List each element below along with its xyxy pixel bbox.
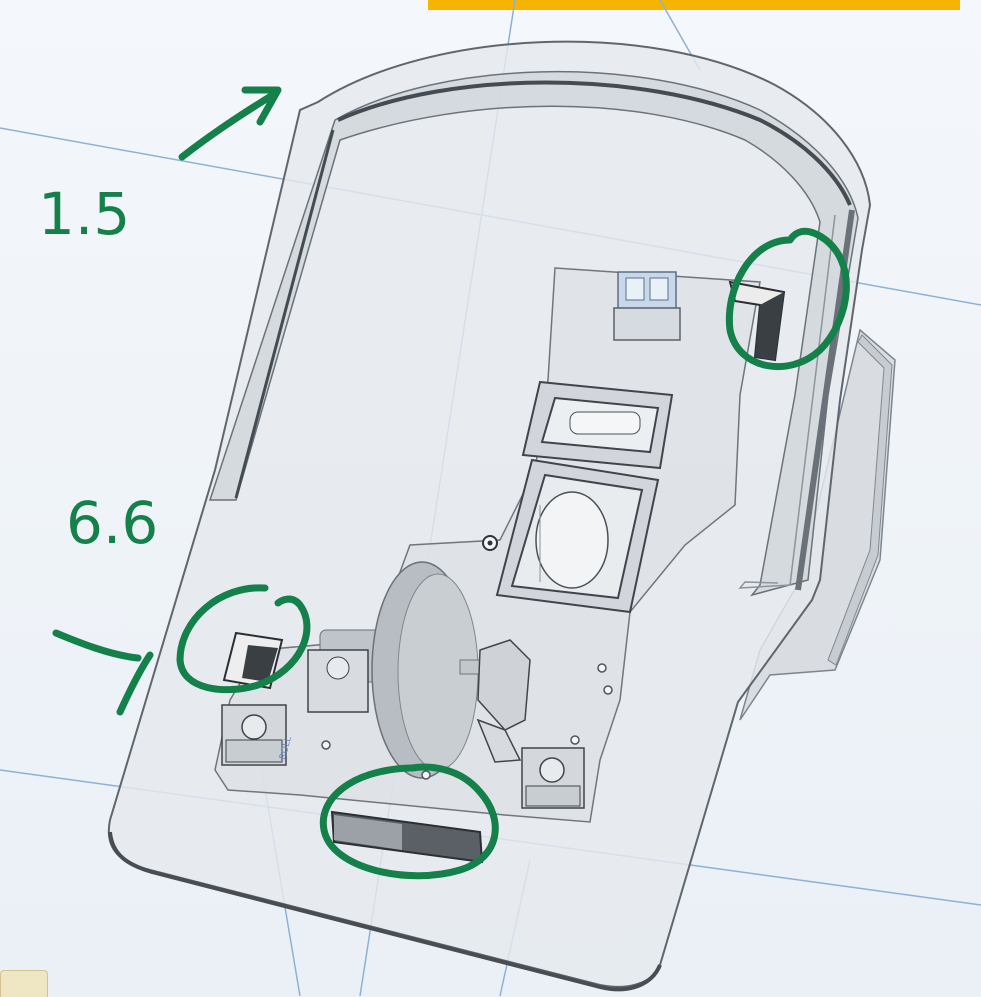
highlight-circle-icon — [176, 584, 311, 694]
sensor-frame-upper — [521, 380, 674, 470]
tact-switch-middle — [307, 649, 369, 713]
tact-switch-left — [221, 704, 287, 766]
markup-layer — [52, 86, 850, 880]
pointer-arrow-icon — [52, 629, 142, 662]
arrow-head-icon — [241, 86, 282, 126]
highlight-circle-icon — [725, 227, 850, 371]
arrow-head-icon — [116, 651, 154, 716]
dimension-label-wall: 1.5 — [38, 180, 131, 248]
sensor-frame-lower — [495, 458, 660, 614]
view-cube-icon[interactable] — [0, 970, 48, 997]
wall-slot-left — [222, 631, 284, 690]
wall-slot-right — [728, 280, 786, 362]
highlight-circle-icon — [319, 763, 499, 880]
mounting-holes — [321, 663, 613, 780]
pointer-arrow-icon — [178, 89, 280, 161]
dimension-label-slot: 6.6 — [66, 489, 159, 557]
toolbar-strip[interactable] — [428, 0, 960, 10]
gear-mount — [476, 639, 531, 763]
connector-block — [613, 271, 681, 341]
tact-switch-right — [521, 747, 585, 809]
